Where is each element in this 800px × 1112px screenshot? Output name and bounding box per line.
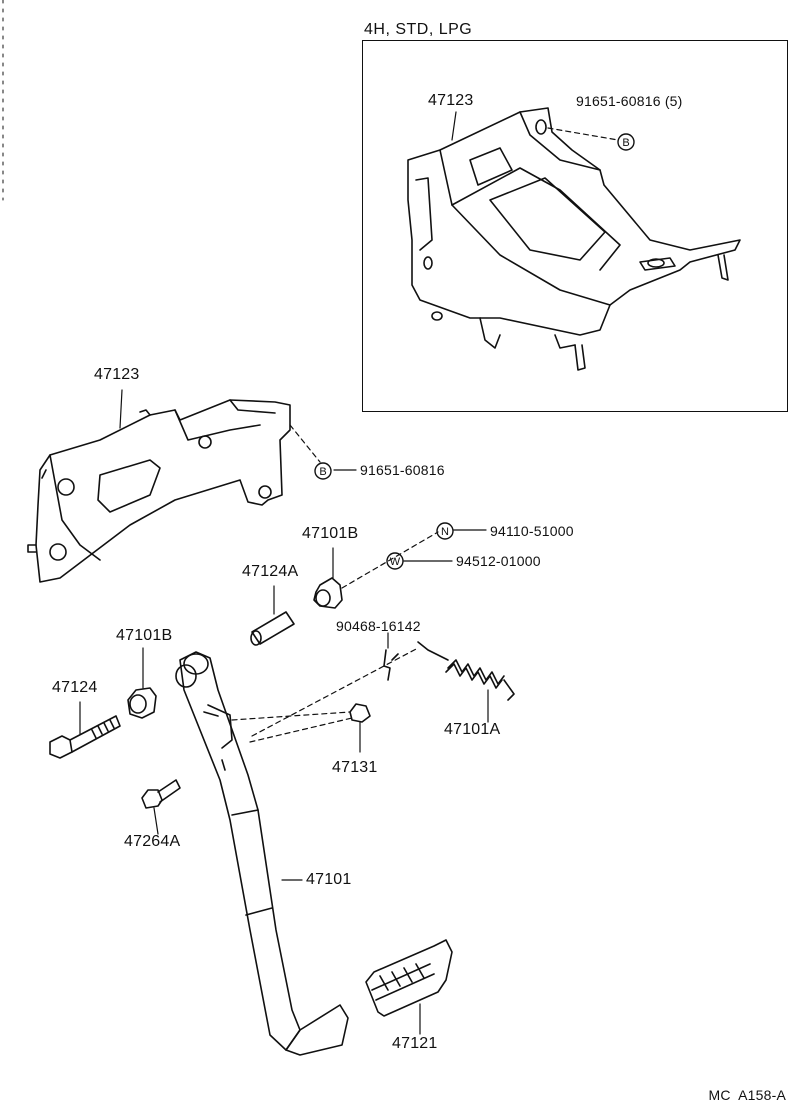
bolt-symbol	[314, 462, 332, 480]
pedal-pad-drawing	[365, 939, 453, 1017]
pivot-bolt-drawing	[49, 715, 121, 759]
label-bolt: 91651-60816	[360, 462, 445, 478]
clip-drawing	[383, 649, 399, 681]
inset-title: 4H, STD, LPG	[364, 21, 473, 38]
stopper-drawing	[349, 703, 371, 723]
label-bushing-left: 47101B	[116, 627, 173, 644]
inset-bolt-symbol-letter: B	[622, 137, 629, 149]
label-bushing-top: 47101B	[302, 525, 359, 542]
inset-bolt-symbol	[617, 133, 635, 151]
label-pedal-pad: 47121	[392, 1035, 438, 1052]
bracket-drawing	[27, 399, 291, 583]
pedal-arm-drawing	[175, 651, 349, 1056]
washer-symbol-letter: W	[390, 556, 401, 568]
nut-symbol-letter: N	[441, 526, 449, 538]
collar-drawing	[250, 611, 295, 646]
label-bracket: 47123	[94, 366, 140, 383]
bushing-left-drawing	[127, 687, 157, 719]
label-clip: 90468-16142	[336, 618, 421, 634]
label-pin: 47264A	[124, 833, 181, 850]
nut-symbol	[436, 522, 454, 540]
bolt-symbol-letter: B	[319, 466, 326, 478]
label-stopper: 47131	[332, 759, 378, 776]
label-collar: 47124A	[242, 563, 299, 580]
label-washer: 94512-01000	[456, 553, 541, 569]
inset-bracket-drawing	[407, 107, 741, 371]
label-inset-bolt: 91651-60816 (5)	[576, 93, 683, 109]
pin-drawing	[141, 779, 181, 809]
washer-symbol	[386, 552, 404, 570]
label-pedal-arm: 47101	[306, 871, 352, 888]
diagram-code: MC A158-A	[708, 1087, 786, 1103]
spring-drawing	[417, 641, 515, 701]
label-pivot-bolt: 47124	[52, 679, 98, 696]
bushing-top-drawing	[313, 577, 343, 609]
label-spring: 47101A	[444, 721, 501, 738]
label-inset-bracket: 47123	[428, 92, 474, 109]
label-nut: 94110-51000	[490, 523, 574, 539]
inset-frame	[362, 40, 788, 412]
